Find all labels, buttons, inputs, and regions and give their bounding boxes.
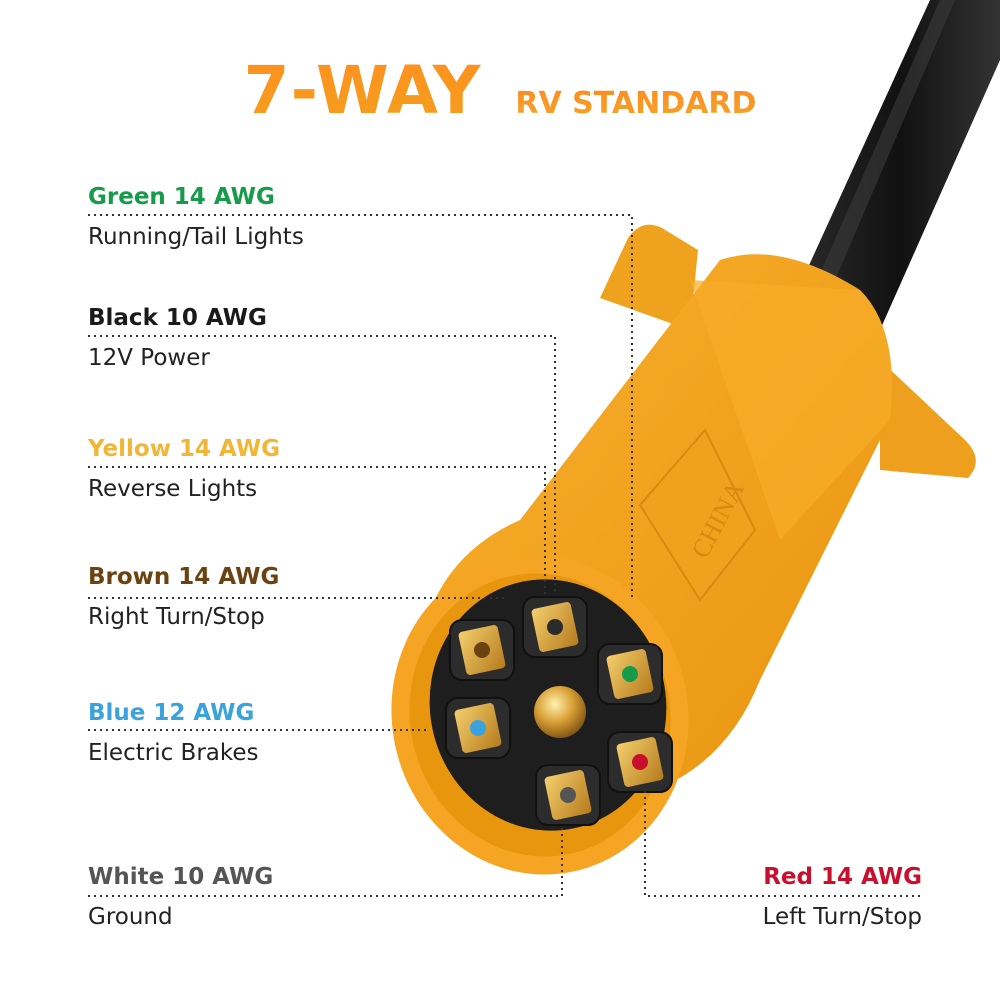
title-sub: RV STANDARD — [515, 86, 757, 121]
plug-body — [391, 224, 976, 875]
label-red: Red 14 AWG Left Turn/Stop — [622, 863, 922, 931]
leader-line — [88, 214, 633, 600]
pin-color-dot — [547, 619, 563, 635]
label-yellow: Yellow 14 AWG Reverse Lights — [88, 435, 468, 503]
label-blue: Blue 12 AWG Electric Brakes — [88, 699, 468, 767]
wire-name: Black 10 AWG — [88, 305, 267, 331]
leader-line — [88, 466, 546, 595]
page-title: 7-WAY RV STANDARD — [0, 52, 1000, 132]
cable — [800, 0, 1000, 330]
pin-color-dot — [474, 642, 490, 658]
pin-color-dot — [470, 720, 486, 736]
wire-function: 12V Power — [88, 345, 210, 371]
wire-name: Yellow 14 AWG — [88, 436, 280, 462]
wire-function: Ground — [88, 904, 173, 930]
wire-name: Blue 12 AWG — [88, 700, 255, 726]
leader-lines — [88, 214, 920, 897]
wire-name: Brown 14 AWG — [88, 564, 280, 590]
wire-name: Red 14 AWG — [763, 864, 922, 890]
title-main: 7-WAY — [243, 52, 482, 129]
wire-function: Running/Tail Lights — [88, 224, 304, 250]
pin-color-dot — [632, 754, 648, 770]
label-white: White 10 AWG Ground — [88, 863, 468, 931]
leader-line — [644, 790, 920, 897]
wire-name: Green 14 AWG — [88, 184, 275, 210]
label-black: Black 10 AWG 12V Power — [88, 304, 468, 372]
wire-function: Left Turn/Stop — [762, 904, 922, 930]
pin-color-dot — [622, 666, 638, 682]
leader-line — [88, 818, 563, 897]
center-pin — [534, 686, 586, 738]
wire-name: White 10 AWG — [88, 864, 274, 890]
wire-function: Right Turn/Stop — [88, 604, 265, 630]
wire-function: Electric Brakes — [88, 740, 259, 766]
label-brown: Brown 14 AWG Right Turn/Stop — [88, 563, 468, 631]
pin-layout — [445, 596, 673, 826]
wire-function: Reverse Lights — [88, 476, 258, 502]
label-green: Green 14 AWG Running/Tail Lights — [88, 183, 468, 251]
pin-color-dot — [560, 787, 576, 803]
